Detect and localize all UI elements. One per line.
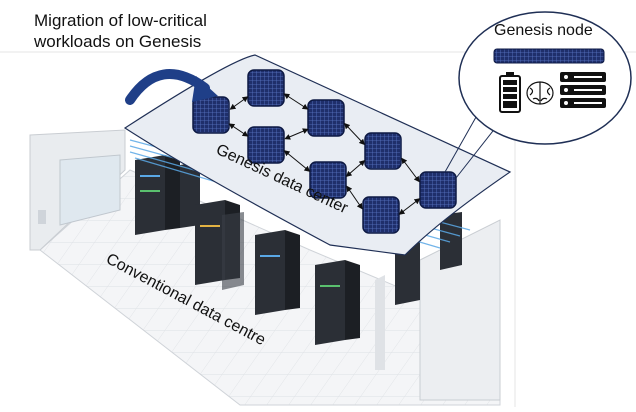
node-callout-title: Genesis node	[494, 22, 593, 39]
server-racks	[135, 155, 462, 345]
node-panel-icon	[493, 48, 605, 64]
genesis-node-4	[247, 126, 285, 164]
genesis-node-5	[364, 132, 402, 170]
node-links	[228, 93, 421, 215]
genesis-node-3	[307, 99, 345, 137]
genesis-node-1	[247, 69, 285, 107]
glass-door	[59, 154, 121, 226]
migration-caption: Migration of low-critical workloads on G…	[34, 10, 207, 52]
migration-arrowhead	[192, 76, 218, 102]
genesis-node-2	[192, 96, 230, 134]
pillar	[375, 275, 385, 370]
battery-icon	[499, 72, 521, 113]
caption-line-1: Migration of low-critical	[34, 11, 207, 30]
wall-switch	[38, 210, 46, 224]
genesis-nodes	[192, 69, 457, 234]
brain-icon	[526, 81, 554, 105]
caption-line-2: workloads on Genesis	[34, 32, 202, 51]
genesis-node-8	[362, 196, 400, 234]
genesis-node-7	[419, 171, 457, 209]
server-stack-icon	[560, 72, 606, 108]
node-callout-lines	[444, 109, 501, 179]
genesis-node-6	[309, 161, 347, 199]
